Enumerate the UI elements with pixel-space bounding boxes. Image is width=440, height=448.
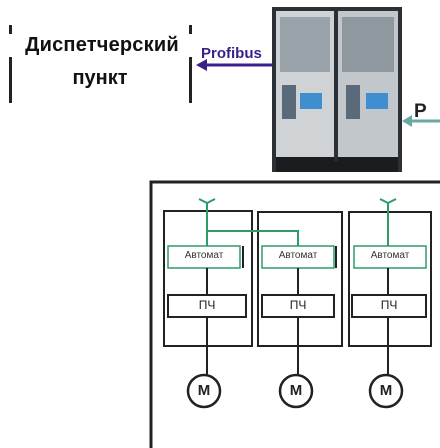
feed-tick-3 <box>380 199 396 212</box>
motor-label-1: M <box>191 382 217 399</box>
feed-tick-1 <box>199 199 215 211</box>
vfd-label-1: ПЧ <box>187 298 227 312</box>
breaker-label-1: Автомат <box>168 250 240 261</box>
motor-label-2: M <box>283 382 309 399</box>
vfd-label-2: ПЧ <box>278 298 318 312</box>
motor-label-3: M <box>373 382 399 399</box>
module-frame-3 <box>349 212 431 346</box>
vfd-label-3: ПЧ <box>369 298 409 312</box>
breaker-label-2: Автомат <box>262 250 334 261</box>
cabinet-photo-illustration <box>272 7 402 172</box>
power-label: P <box>414 101 427 123</box>
module-frame-2 <box>258 212 342 346</box>
profibus-label: Profibus <box>201 45 262 62</box>
breaker-label-3: Автомат <box>354 250 426 261</box>
dispatch-point-title: Диспетчерский <box>7 34 197 57</box>
dispatch-point-subtitle: пункт <box>40 67 160 90</box>
